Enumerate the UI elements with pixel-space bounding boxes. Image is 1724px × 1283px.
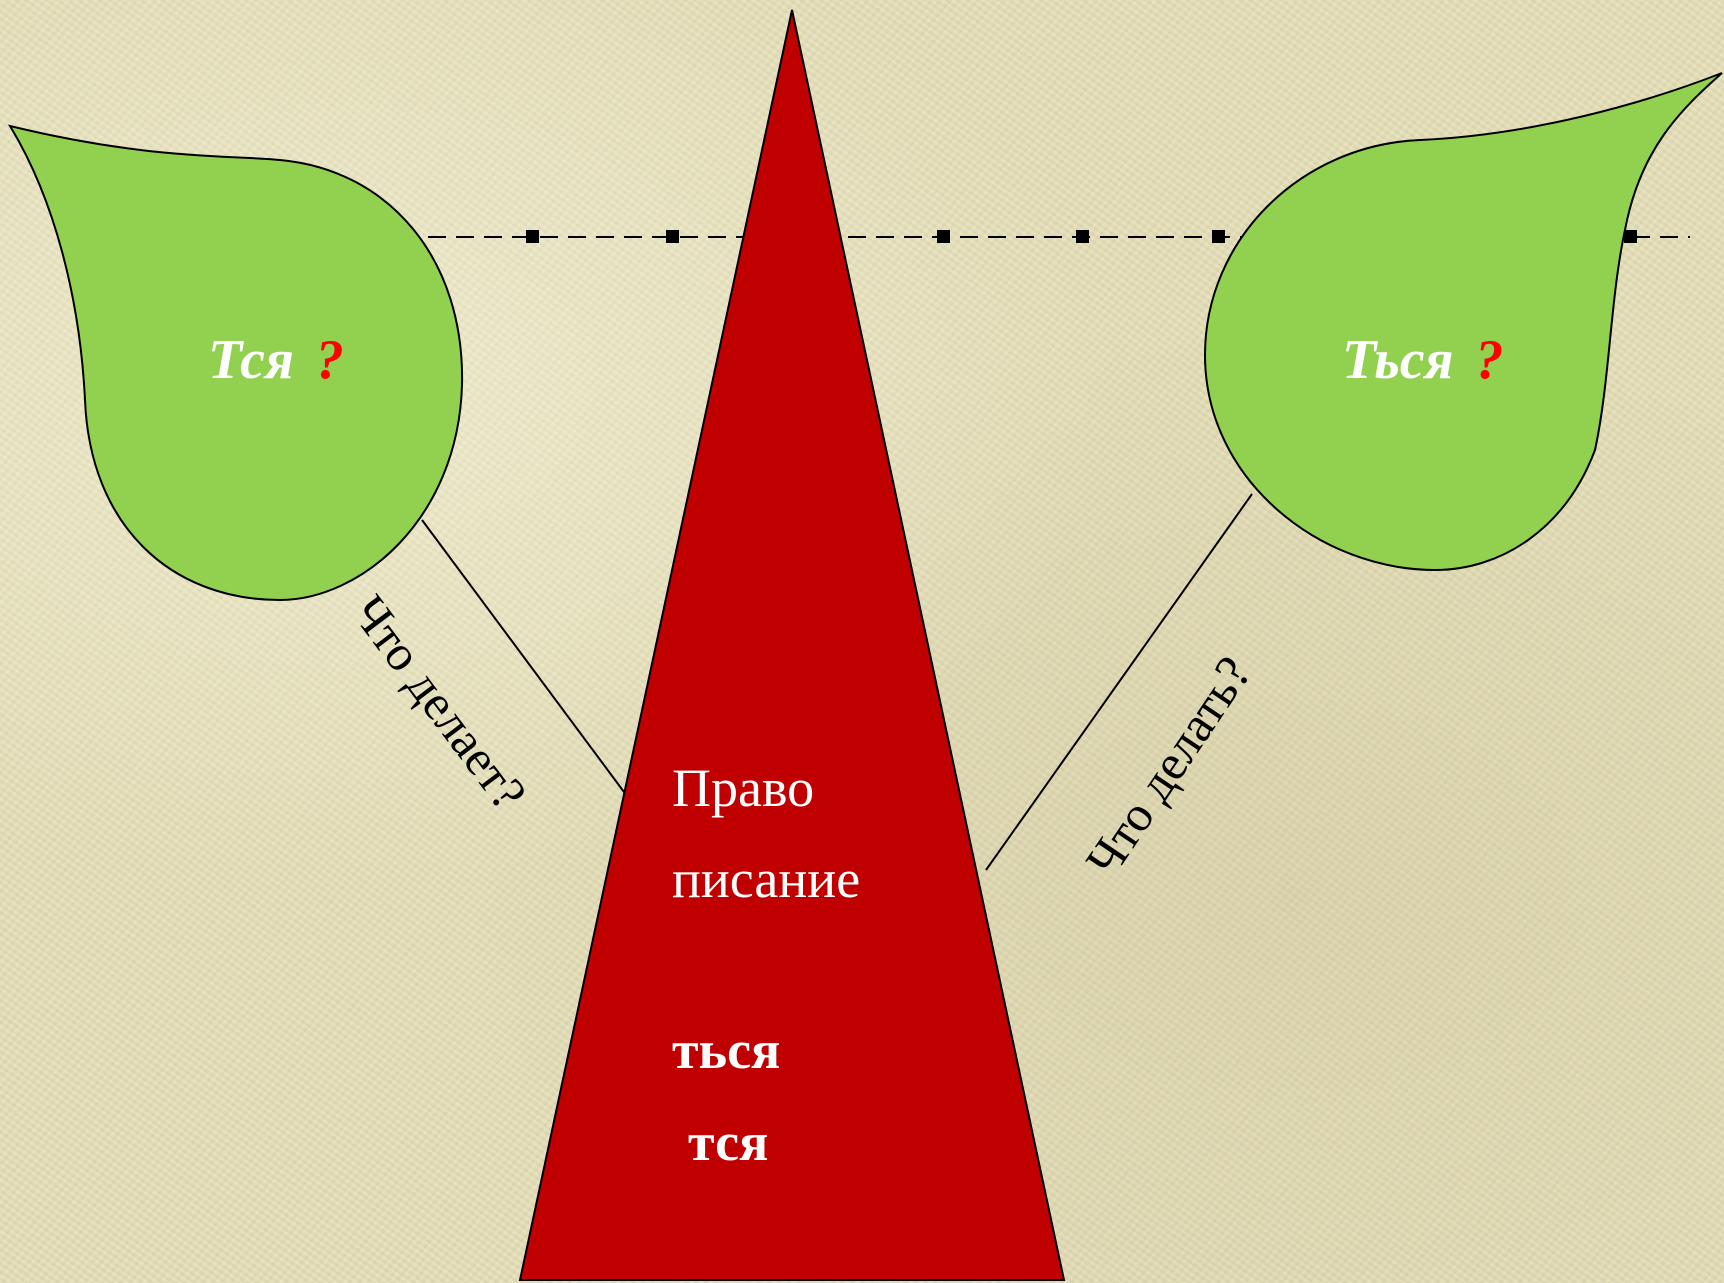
left-leaf-shape bbox=[7, 124, 464, 602]
triangle-ending-2: тся bbox=[688, 1112, 768, 1172]
guide-handle bbox=[666, 230, 679, 243]
guide-handle bbox=[1212, 230, 1225, 243]
guide-handle bbox=[1076, 230, 1089, 243]
right-leaf-question-mark: ? bbox=[1475, 329, 1503, 391]
left-question-label: Что делает? bbox=[341, 585, 538, 820]
left-leaf-label: Тся? bbox=[208, 329, 344, 391]
triangle-line-2: писание bbox=[672, 849, 860, 909]
left-leaf-question-mark: ? bbox=[316, 329, 344, 391]
left-leaf-word: Тся bbox=[208, 329, 294, 391]
spelling-triangle bbox=[518, 9, 1066, 1281]
right-leaf-word: Ться bbox=[1342, 329, 1453, 391]
guide-handle bbox=[937, 230, 950, 243]
left-connector-line bbox=[421, 519, 625, 793]
right-leaf-shape bbox=[1203, 72, 1723, 572]
right-leaf-label: Ться? bbox=[1342, 329, 1503, 391]
guide-handle bbox=[1624, 230, 1637, 243]
triangle-line-1: Право bbox=[672, 758, 814, 818]
right-connector-line bbox=[985, 493, 1253, 871]
guide-handle bbox=[526, 230, 539, 243]
right-question-label: Что делать? bbox=[1075, 646, 1262, 886]
triangle-ending-1: ться bbox=[672, 1020, 780, 1080]
